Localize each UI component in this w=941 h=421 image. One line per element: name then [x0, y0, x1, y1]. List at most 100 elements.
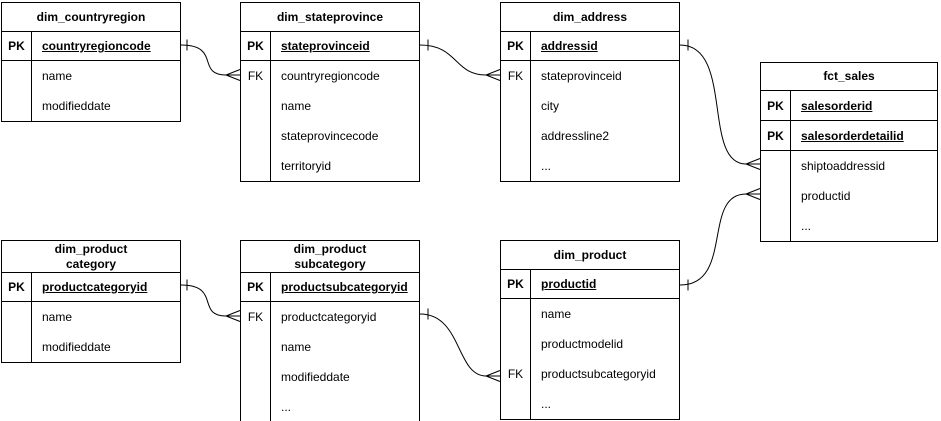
table-row: ...	[501, 151, 679, 181]
row-key-label	[761, 181, 791, 211]
table-row: PK productid	[501, 270, 679, 299]
row-column-name: ...	[541, 159, 552, 173]
table-title: dim_countryregion	[2, 3, 180, 32]
row-key-label: PK	[501, 270, 531, 298]
row-column-name: countryregioncode	[281, 69, 380, 83]
row-column-name: city	[541, 99, 559, 113]
table-row: ...	[761, 211, 937, 241]
row-column-name: productid	[541, 277, 597, 291]
relationship-subcategory-product[interactable]	[419, 308, 501, 382]
table-row: FK productsubcategoryid	[501, 359, 679, 389]
row-column-name: modifieddate	[281, 370, 350, 384]
row-key-label: PK	[761, 121, 791, 150]
relationship-countryregion-stateprovince[interactable]	[180, 39, 241, 81]
table-row: ...	[241, 392, 419, 421]
cardinality-many-crowfoot	[224, 69, 241, 81]
table-title: fct_sales	[761, 63, 937, 91]
row-key-label: FK	[241, 302, 271, 332]
row-column-name: name	[281, 340, 312, 354]
row-column-name: stateprovinceid	[541, 69, 622, 83]
table-dim-address[interactable]: dim_address PK addressid FK stateprovinc…	[500, 2, 680, 182]
row-column-name: modifieddate	[42, 99, 111, 113]
row-key-label	[501, 121, 531, 151]
row-column-name: productsubcategoryid	[541, 367, 656, 381]
row-key-label	[241, 362, 271, 392]
row-key-label: PK	[2, 273, 32, 301]
table-row: stateprovincecode	[241, 121, 419, 151]
row-key-label: FK	[501, 359, 531, 389]
row-key-label	[761, 211, 791, 241]
table-row: name	[2, 61, 180, 91]
table-row: addressline2	[501, 121, 679, 151]
row-key-label: PK	[761, 91, 791, 120]
cardinality-many-crowfoot	[224, 310, 241, 322]
table-dim-product[interactable]: dim_product PK productid name productmod…	[500, 240, 680, 420]
table-fct-sales[interactable]: fct_sales PK salesorderid PK salesorderd…	[760, 62, 938, 242]
row-column-name: ...	[541, 397, 552, 411]
table-row: PK salesorderid	[761, 91, 937, 121]
table-title: dim_stateprovince	[241, 3, 419, 32]
row-column-name: productcategoryid	[281, 310, 377, 324]
row-key-label	[501, 329, 531, 359]
table-row: name	[241, 332, 419, 362]
table-row: name	[501, 299, 679, 329]
table-row: PK addressid	[501, 32, 679, 61]
table-dim-product-subcategory[interactable]: dim_product subcategory PK productsubcat…	[240, 240, 420, 421]
row-key-label: FK	[501, 61, 531, 91]
table-row: PK productcategoryid	[2, 273, 180, 302]
relationship-category-subcategory[interactable]	[180, 279, 241, 322]
row-column-name: ...	[801, 219, 812, 233]
table-dim-product-category[interactable]: dim_product category PK productcategoryi…	[1, 240, 181, 363]
cardinality-many-crowfoot	[484, 69, 501, 81]
cardinality-many-crowfoot	[744, 158, 761, 170]
row-column-name: productsubcategoryid	[281, 280, 408, 294]
relationship-stateprovince-address[interactable]	[419, 39, 501, 81]
table-row: FK stateprovinceid	[501, 61, 679, 91]
relationship-product-sales[interactable]	[679, 188, 761, 291]
row-key-label	[501, 299, 531, 329]
row-column-name: name	[281, 99, 312, 113]
row-column-name: territoryid	[281, 159, 332, 173]
row-key-label	[761, 151, 791, 181]
table-row: name	[2, 302, 180, 332]
row-key-label	[241, 151, 271, 181]
cardinality-many-crowfoot	[484, 370, 501, 382]
table-row: productmodelid	[501, 329, 679, 359]
row-column-name: addressid	[541, 39, 598, 53]
cardinality-many-crowfoot	[744, 188, 761, 200]
row-key-label	[241, 121, 271, 151]
row-key-label	[2, 332, 32, 362]
row-key-label	[2, 302, 32, 332]
table-row: ...	[501, 389, 679, 419]
row-column-name: name	[541, 307, 572, 321]
row-column-name: stateprovinceid	[281, 39, 370, 53]
row-key-label	[241, 332, 271, 362]
table-row: modifieddate	[241, 362, 419, 392]
row-key-label	[241, 91, 271, 121]
relationship-address-sales[interactable]	[679, 39, 761, 170]
row-column-name: name	[42, 69, 73, 83]
row-key-label: PK	[241, 273, 271, 301]
table-row: name	[241, 91, 419, 121]
row-key-label	[501, 389, 531, 419]
row-column-name: salesorderid	[801, 98, 873, 113]
table-row: city	[501, 91, 679, 121]
table-row: FK productcategoryid	[241, 302, 419, 332]
table-row: territoryid	[241, 151, 419, 181]
table-row: PK stateprovinceid	[241, 32, 419, 61]
row-key-label: PK	[501, 32, 531, 60]
row-column-name: name	[42, 310, 73, 324]
row-key-label: PK	[2, 32, 32, 60]
table-dim-stateprovince[interactable]: dim_stateprovince PK stateprovinceid FK …	[240, 2, 420, 182]
table-row: productid	[761, 181, 937, 211]
table-title: dim_product	[501, 241, 679, 270]
row-key-label	[501, 151, 531, 181]
table-title: dim_product category	[2, 241, 180, 273]
row-column-name: productcategoryid	[42, 280, 148, 294]
row-column-name: addressline2	[541, 129, 610, 143]
row-column-name: ...	[281, 400, 292, 414]
table-dim-countryregion[interactable]: dim_countryregion PK countryregioncode n…	[1, 2, 181, 122]
table-title: dim_address	[501, 3, 679, 32]
row-key-label	[501, 91, 531, 121]
row-column-name: stateprovincecode	[281, 129, 379, 143]
